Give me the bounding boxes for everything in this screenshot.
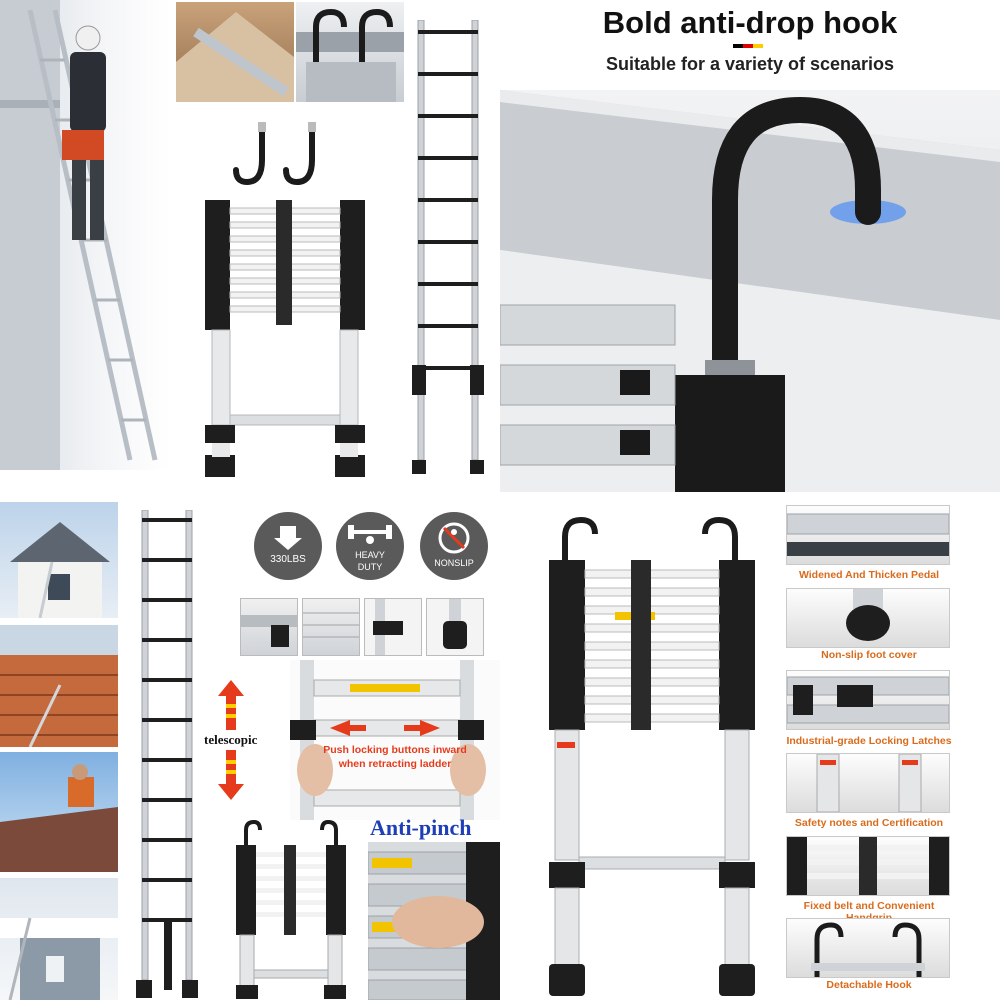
extended-ladder-image: [404, 20, 494, 475]
feature-label-foot: Non-slip foot cover: [821, 649, 917, 661]
push-note-line1: Push locking buttons inward: [323, 744, 467, 756]
feature-image-latch: [786, 670, 950, 730]
detail-thumb-latch: [240, 598, 298, 656]
heavy-duty-text-1: HEAVY: [355, 550, 385, 560]
nonslip-badge: NONSLIP: [420, 512, 488, 580]
house-roof-photo: [0, 502, 118, 618]
telescopic-down-arrow: [218, 750, 244, 800]
retracted-ladder-image: [200, 200, 370, 480]
push-locking-photo: Push locking buttons inward when retract…: [290, 660, 500, 820]
feature-image-belt: [786, 836, 950, 896]
weight-badge: 330LBS: [254, 512, 322, 580]
heavy-duty-badge: HEAVY DUTY: [336, 512, 404, 580]
feature-image-safety: [786, 753, 950, 813]
detail-thumb-pedal: [302, 598, 360, 656]
feature-image-foot: [786, 588, 950, 648]
feature-label-latch: Industrial-grade Locking Latches: [786, 735, 952, 747]
gutter-work-photo: [0, 752, 118, 872]
detail-thumb-clip: [364, 598, 422, 656]
weight-badge-text: 330LBS: [270, 554, 306, 565]
loose-hooks-illustration: [232, 120, 332, 190]
flag-strip: [733, 44, 763, 48]
anti-pinch-photo: [368, 842, 500, 1000]
small-retracted-ladder-image: [226, 820, 356, 1000]
hook-banner-subtitle: Suitable for a variety of scenarios: [605, 54, 895, 74]
roof-beam-photo: [176, 2, 294, 102]
feature-label-pedal: Widened And Thicken Pedal: [798, 569, 940, 581]
telescopic-up-arrow: [218, 680, 244, 730]
push-note-line2: when retracting ladder: [338, 758, 452, 770]
hook-closeup-photo: [500, 90, 1000, 492]
snow-roof-photo: [0, 878, 118, 1000]
anti-pinch-label: Anti-pinch: [370, 815, 472, 840]
feature-image-pedal: [786, 505, 950, 565]
feature-label-safety: Safety notes and Certification: [794, 817, 944, 829]
detail-thumb-foot: [426, 598, 484, 656]
hook-on-beam-photo: [296, 2, 404, 102]
feature-image-hook: [786, 918, 950, 978]
worker-ladder-photo: [0, 0, 170, 470]
telescopic-label: telescopic: [204, 732, 258, 747]
tile-roof-photo: [0, 625, 118, 747]
heavy-duty-text-2: DUTY: [357, 562, 383, 572]
hook-banner-title: Bold anti-drop hook: [602, 5, 898, 40]
tall-ladder-image: [128, 510, 208, 1000]
hooked-ladder-image: [535, 512, 775, 1000]
feature-label-hook: Detachable Hook: [826, 979, 912, 991]
nonslip-badge-text: NONSLIP: [434, 558, 474, 568]
